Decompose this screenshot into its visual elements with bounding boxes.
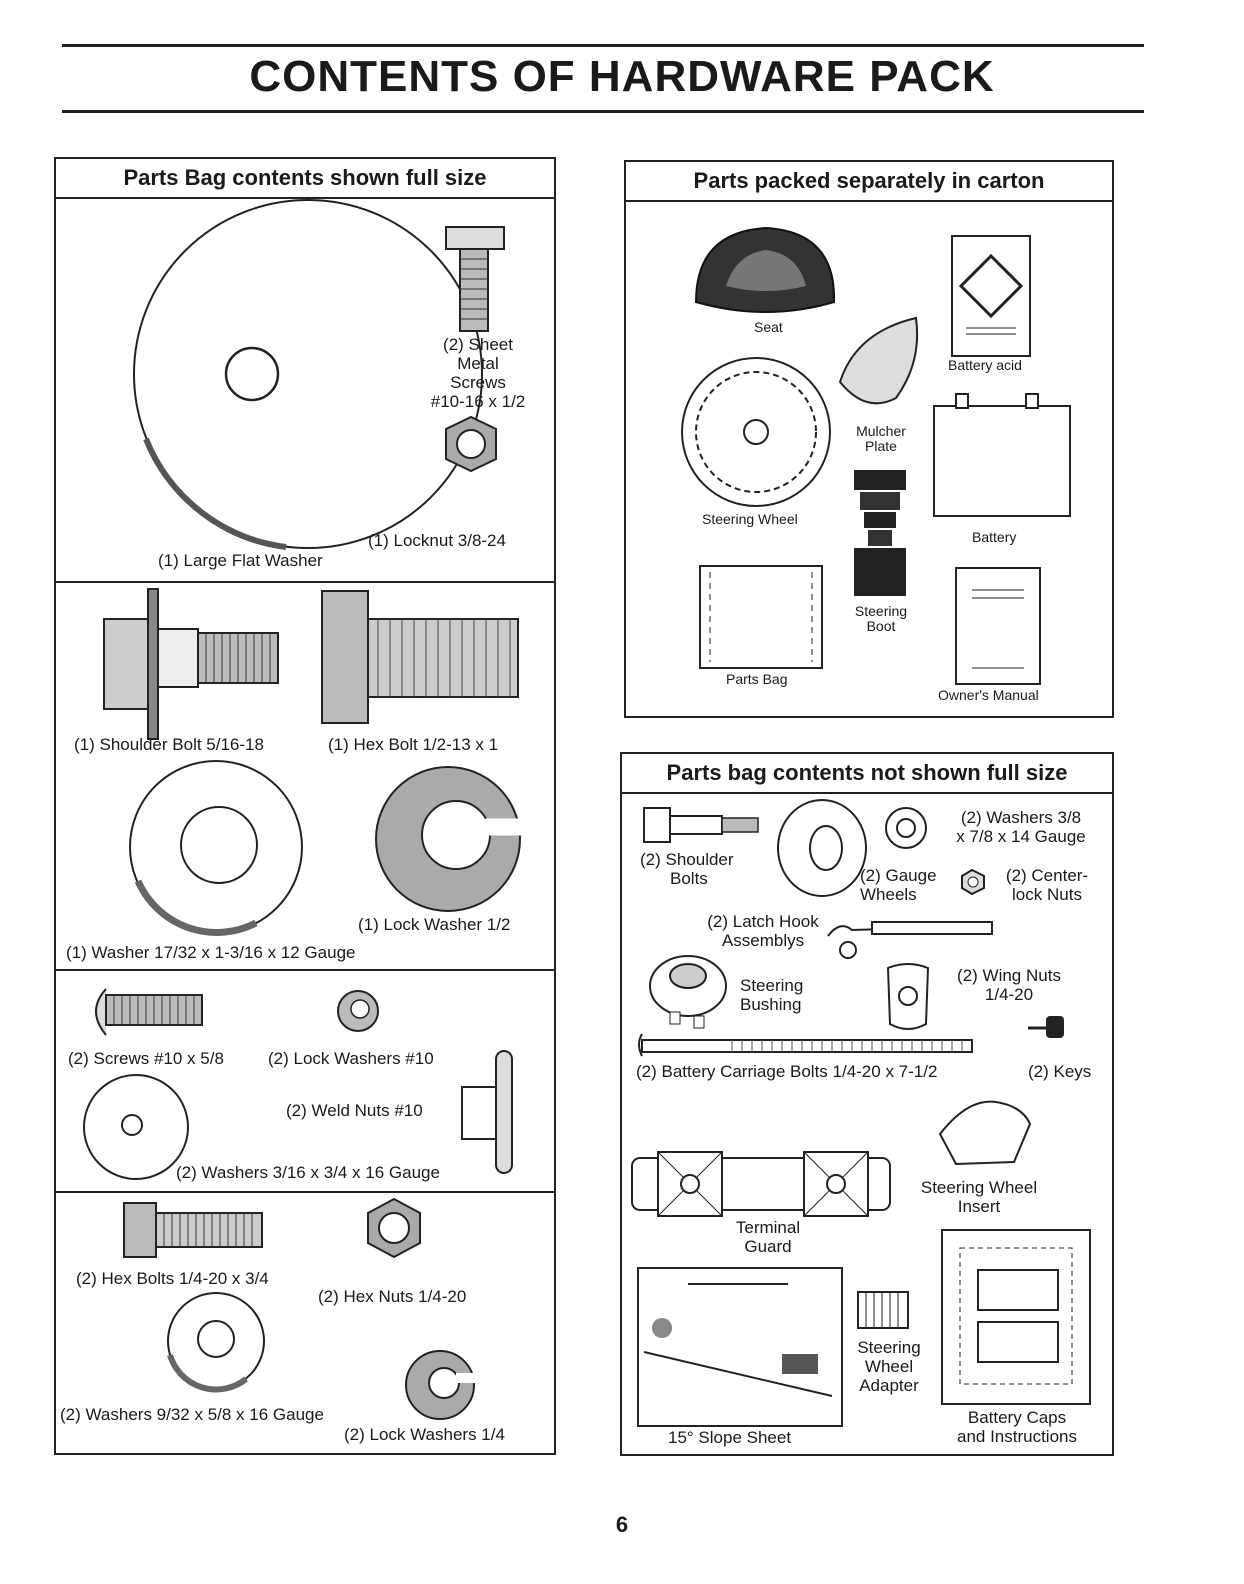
carton-parts-panel: Parts packed separately in carton — [624, 160, 1114, 718]
steering-wheel-insert-label: Steering Wheel Insert — [920, 1178, 1038, 1216]
screws-label: (2) Screws #10 x 5/8 — [68, 1049, 224, 1068]
terminal-guard-label: Terminal Guard — [735, 1218, 801, 1256]
washer-label: (1) Washer 17/32 x 1-3/16 x 12 Gauge — [66, 943, 356, 962]
washer-small-icon — [83, 1074, 189, 1180]
steering-bushing-label: Steering Bushing — [740, 976, 804, 1014]
page-title: CONTENTS OF HARDWARE PACK — [249, 52, 995, 101]
latch-hook-label: (2) Latch Hook Assemblys — [707, 912, 819, 950]
parts-bag-label: Parts Bag — [726, 671, 788, 687]
hex-nuts-label: (2) Hex Nuts 1/4-20 — [318, 1287, 467, 1306]
washers-label: (2) Washers 3/8 x 7/8 x 14 Gauge — [956, 808, 1086, 846]
locknut-icon — [445, 415, 497, 473]
sheet-metal-screws-label: (2) Sheet Metal Screws #10-16 x 1/2 — [430, 335, 526, 411]
hex-bolts-label: (2) Hex Bolts 1/4-20 x 3/4 — [76, 1269, 269, 1288]
parts-illustrations — [83, 199, 523, 1420]
lock-washer-small-icon — [337, 990, 379, 1032]
battery-caps-label: Battery Caps and Instructions — [956, 1408, 1077, 1446]
steering-boot-icon — [854, 470, 906, 596]
shoulder-bolt-icon — [643, 807, 759, 843]
lock-washer-label: (1) Lock Washer 1/2 — [358, 915, 511, 934]
carriage-bolts-label: (2) Battery Carriage Bolts 1/4-20 x 7-1/… — [636, 1062, 938, 1081]
wing-nuts-label: (2) Wing Nuts 1/4-20 — [957, 966, 1061, 1004]
panel-heading: Parts packed separately in carton — [626, 162, 1112, 202]
latch-hook-icon — [827, 921, 993, 959]
steering-bushing-icon — [649, 955, 727, 1029]
seat-icon — [694, 226, 836, 313]
hex-bolt-label: (1) Hex Bolt 1/2-13 x 1 — [328, 735, 499, 754]
hardware-illustrations — [631, 799, 1091, 1427]
section-divider — [56, 969, 554, 971]
center-lock-nut-icon — [961, 868, 985, 896]
slope-sheet-label: 15° Slope Sheet — [668, 1428, 792, 1447]
center-lock-nuts-label: (2) Center- lock Nuts — [1005, 866, 1089, 904]
screw-icon — [95, 988, 203, 1036]
hex-bolt-icon — [321, 590, 519, 724]
washer-icon — [129, 760, 303, 936]
steering-boot-label: Steering Boot — [854, 603, 908, 634]
battery-acid-icon — [951, 235, 1031, 357]
owners-manual-label: Owner's Manual — [938, 687, 1039, 703]
gauge-wheels-label: (2) Gauge Wheels — [860, 866, 937, 904]
battery-acid-label: Battery acid — [948, 357, 1022, 373]
steering-wheel-adapter-icon — [857, 1291, 909, 1329]
panel-heading: Parts bag contents not shown full size — [622, 754, 1112, 794]
steering-wheel-label: Steering Wheel — [702, 511, 798, 527]
lock-washer-quarter-icon — [405, 1350, 478, 1420]
lock-washers-label: (2) Lock Washers #10 — [268, 1049, 434, 1068]
page-number: 6 — [615, 1512, 629, 1537]
shoulder-bolt-icon — [103, 588, 279, 740]
lock-washers-quarter-label: (2) Lock Washers 1/4 — [344, 1425, 505, 1444]
keys-label: (2) Keys — [1028, 1062, 1092, 1081]
battery-icon — [933, 393, 1071, 517]
weld-nut-icon — [461, 1050, 513, 1174]
washers-label: (2) Washers 3/16 x 3/4 x 16 Gauge — [176, 1163, 440, 1182]
shoulder-bolt-label: (1) Shoulder Bolt 5/16-18 — [74, 735, 264, 754]
mulcher-plate-icon — [838, 316, 919, 405]
large-flat-washer-label: (1) Large Flat Washer — [158, 551, 323, 570]
title-underline — [62, 110, 1144, 113]
terminal-guard-icon — [631, 1151, 891, 1217]
weld-nuts-label: (2) Weld Nuts #10 — [286, 1101, 423, 1120]
top-rule — [62, 44, 1144, 47]
battery-label: Battery — [972, 529, 1017, 545]
slope-sheet-icon — [637, 1267, 843, 1427]
shoulder-bolts-label: (2) Shoulder Bolts — [640, 850, 734, 888]
mulcher-plate-label: Mulcher Plate — [856, 423, 906, 454]
section-divider — [56, 1191, 554, 1193]
seat-label: Seat — [754, 319, 783, 335]
gauge-wheel-icon — [777, 799, 867, 897]
washer-medium-icon — [167, 1292, 265, 1393]
panel-heading: Parts Bag contents shown full size — [56, 159, 554, 199]
owners-manual-icon — [955, 567, 1041, 685]
parts-not-full-size-panel: Parts bag contents not shown full size — [620, 752, 1114, 1456]
carton-illustrations — [681, 226, 1071, 685]
steering-wheel-adapter-label: Steering Wheel Adapter — [857, 1338, 921, 1395]
washer-icon — [885, 807, 927, 849]
steering-wheel-insert-icon — [938, 1100, 1032, 1166]
battery-caps-icon — [941, 1229, 1091, 1405]
washers-medium-label: (2) Washers 9/32 x 5/8 x 16 Gauge — [60, 1405, 324, 1424]
hex-nut-icon — [367, 1197, 421, 1259]
lock-washer-icon — [375, 766, 523, 912]
hex-bolt-small-icon — [123, 1202, 263, 1258]
locknut-label: (1) Locknut 3/8-24 — [368, 531, 506, 550]
parts-bag-icon — [699, 565, 823, 669]
wing-nut-icon — [886, 963, 930, 1030]
parts-bag-full-size-panel: Parts Bag contents shown full size — [54, 157, 556, 1455]
section-divider — [56, 581, 554, 583]
carriage-bolt-icon — [638, 1033, 973, 1057]
key-icon — [1028, 1016, 1064, 1038]
large-flat-washer-icon — [133, 199, 483, 550]
steering-wheel-icon — [681, 357, 831, 507]
sheet-metal-screw-icon — [445, 226, 505, 332]
